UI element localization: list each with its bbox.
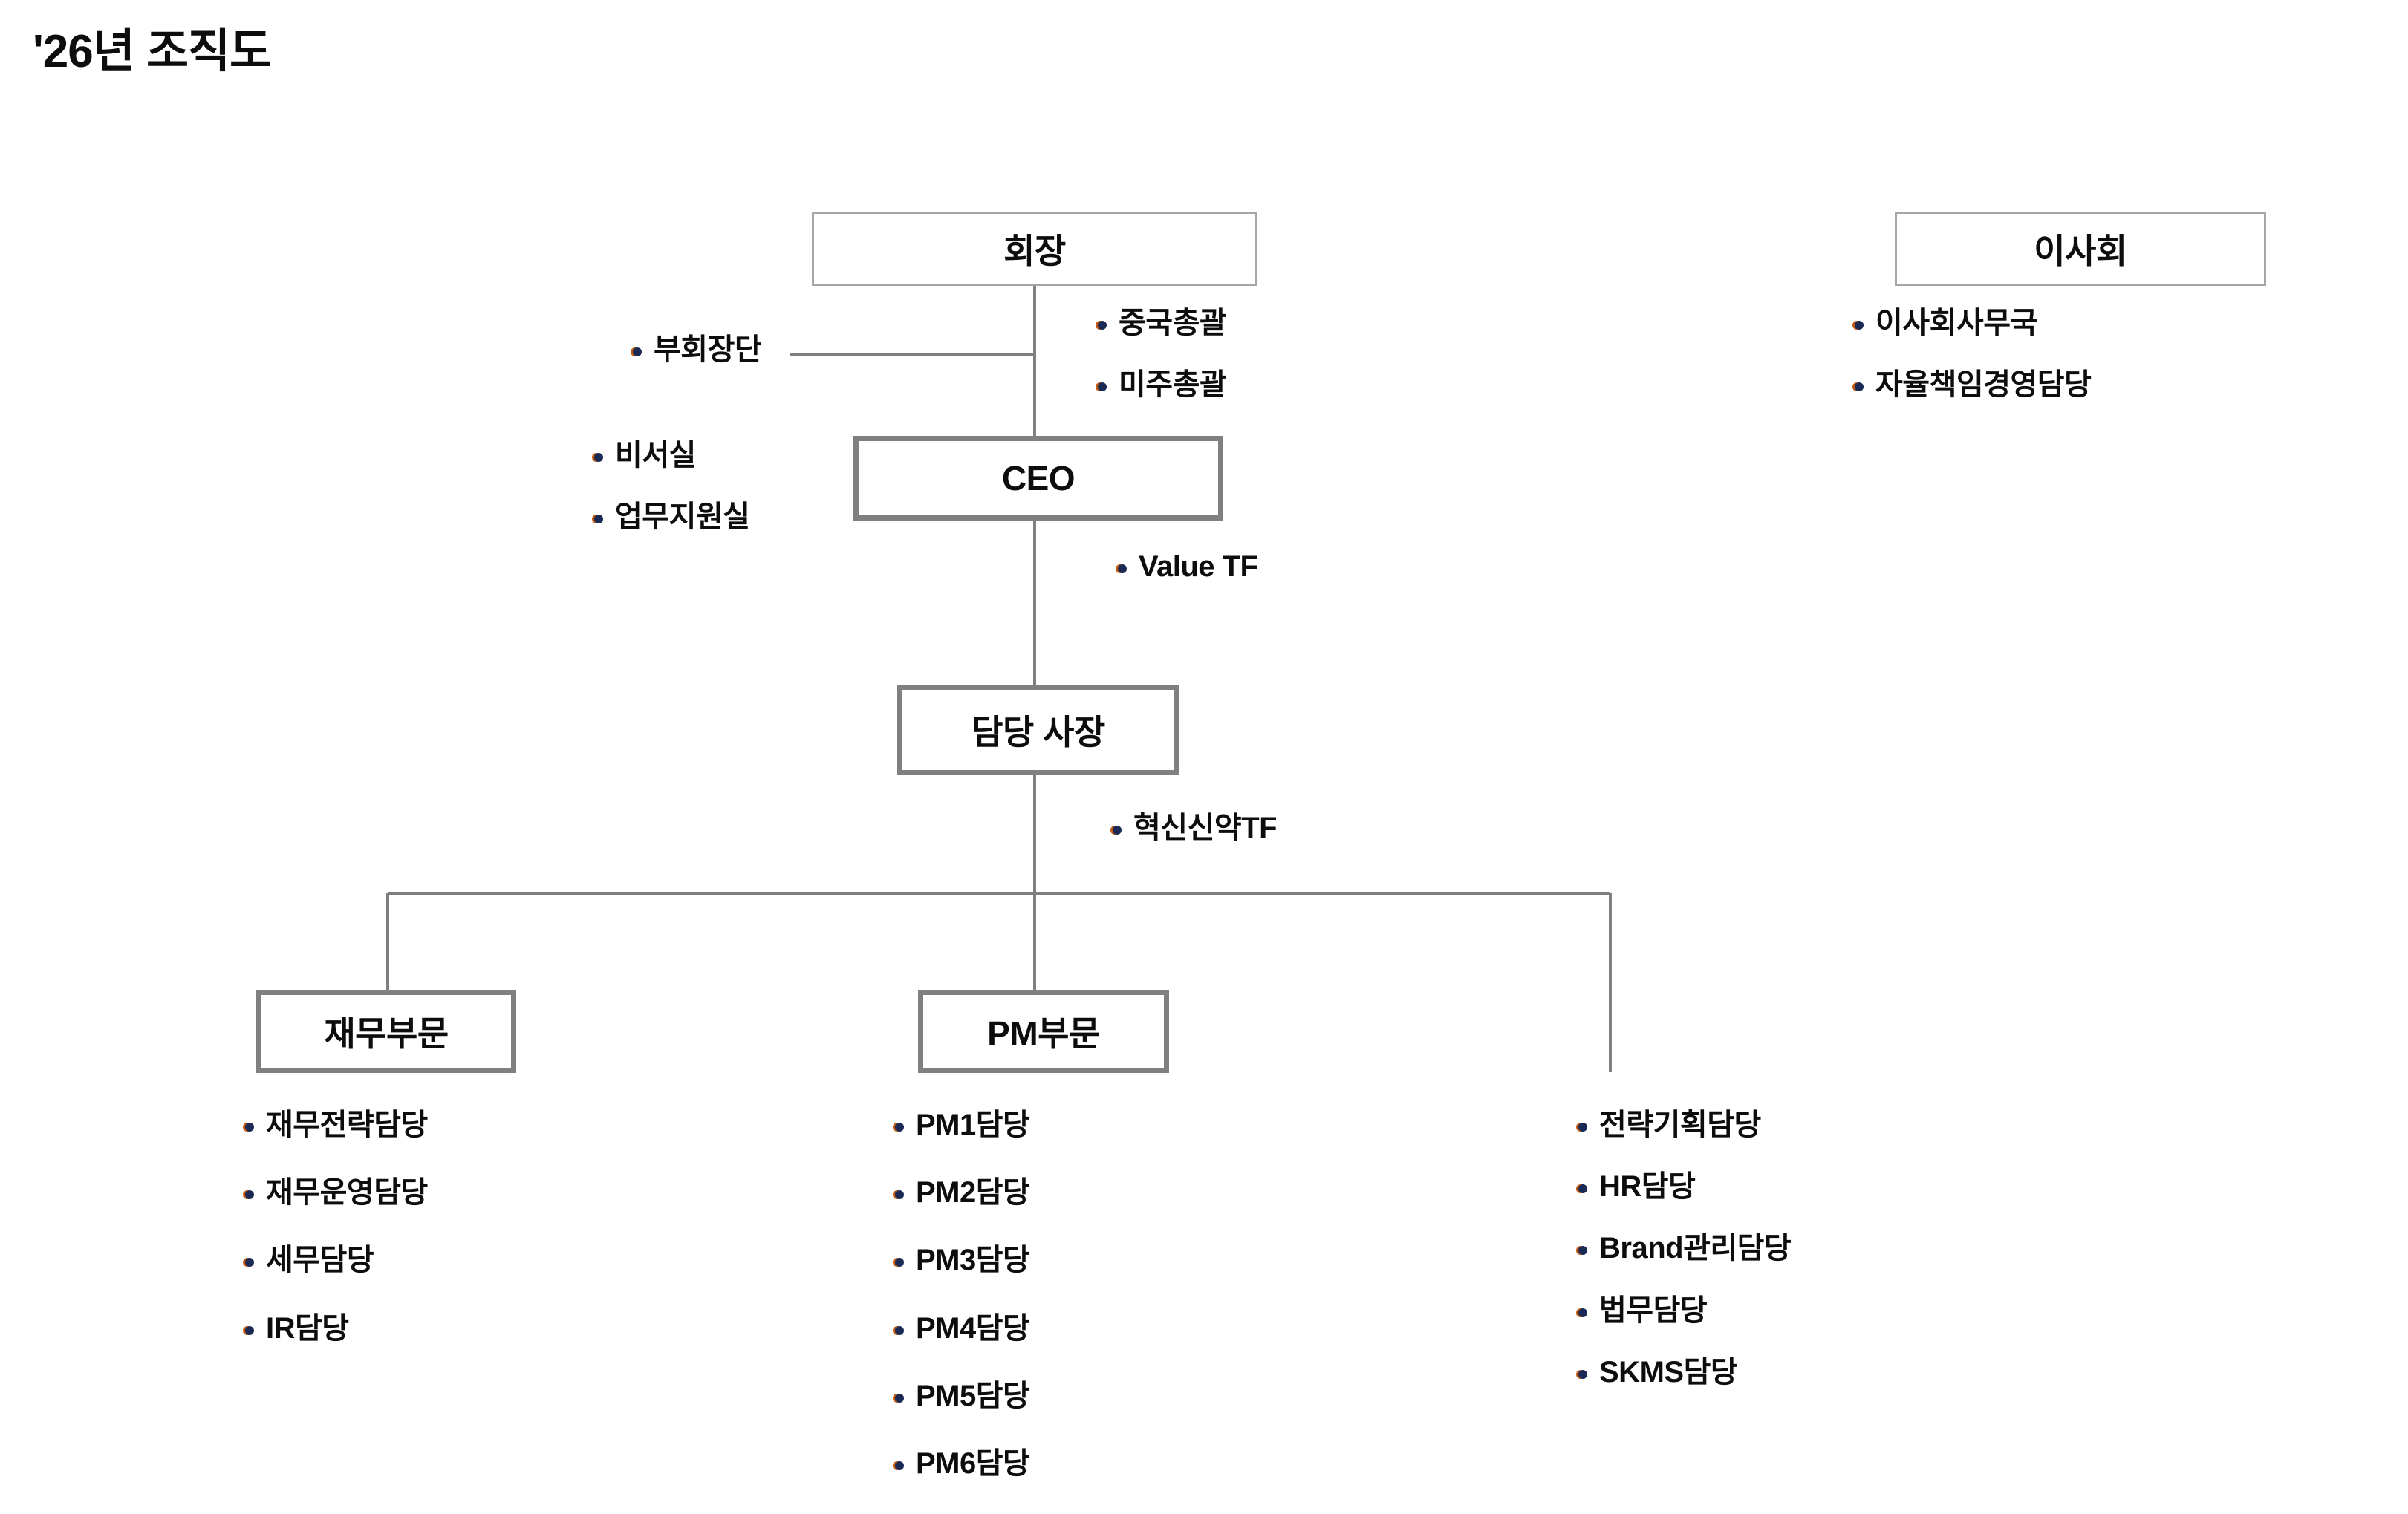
list-item-label: 전략기획담당 bbox=[1599, 1109, 1761, 1141]
node-pm-division-label: PM부문 bbox=[987, 1014, 1100, 1053]
list-item-label: 이사회사무국 bbox=[1875, 307, 2037, 339]
bullet-dot-icon bbox=[1578, 1308, 1587, 1317]
bullet-dot-icon bbox=[245, 1123, 254, 1132]
list-item-label: PM1담당 bbox=[916, 1109, 1030, 1141]
list-item-label: 중국총괄 bbox=[1119, 307, 1227, 339]
bullet-dot-icon bbox=[594, 515, 603, 524]
list-item[interactable]: 세무담당 bbox=[245, 1243, 428, 1278]
list-item[interactable]: PM3담당 bbox=[895, 1243, 1030, 1278]
bullet-dot-icon bbox=[895, 1190, 904, 1200]
bullet-dot-icon bbox=[1855, 382, 1864, 392]
bullet-dot-icon bbox=[895, 1258, 904, 1267]
list-item-label: Brand관리담당 bbox=[1599, 1232, 1792, 1265]
list-item-label: PM4담당 bbox=[916, 1311, 1030, 1345]
node-board-of-directors-label: 이사회 bbox=[2034, 232, 2127, 270]
group-president-task-force: 혁신신약TF bbox=[1113, 811, 1278, 856]
list-item[interactable]: 법무담당 bbox=[1578, 1293, 1791, 1328]
bullet-dot-icon bbox=[1578, 1369, 1587, 1379]
list-item[interactable]: 자율책임경영담당 bbox=[1855, 368, 2092, 402]
node-president-label: 담당 사장 bbox=[972, 713, 1105, 751]
list-item[interactable]: PM4담당 bbox=[895, 1311, 1030, 1346]
list-item-label: 세무담당 bbox=[266, 1244, 374, 1277]
group-ceo-offices: 비서실 업무지원실 bbox=[594, 438, 750, 545]
bullet-dot-icon bbox=[245, 1190, 254, 1200]
bullet-dot-icon bbox=[895, 1393, 904, 1403]
list-item[interactable]: PM6담당 bbox=[895, 1446, 1030, 1481]
list-item[interactable]: 부회장단 bbox=[633, 333, 762, 368]
group-ceo-task-force: Value TF bbox=[1118, 549, 1258, 595]
node-chairman[interactable]: 회장 bbox=[812, 212, 1257, 286]
bullet-dot-icon bbox=[1855, 321, 1864, 330]
list-item-label: 부회장단 bbox=[654, 333, 762, 366]
list-item[interactable]: 이사회사무국 bbox=[1855, 306, 2091, 341]
org-chart: 회장 이사회 CEO 담당 사장 재무부문 PM부문 부회장단 중국총괄 미주총… bbox=[245, 212, 2266, 1480]
bullet-dot-icon bbox=[895, 1325, 904, 1335]
group-vice-chairmen: 부회장단 bbox=[633, 333, 762, 378]
node-finance-division[interactable]: 재무부문 bbox=[256, 990, 516, 1073]
list-item[interactable]: 혁신신약TF bbox=[1113, 811, 1278, 846]
node-ceo[interactable]: CEO bbox=[853, 436, 1223, 521]
group-finance-units: 재무전략담당 재무운영담당 세무담당 IR담당 bbox=[245, 1108, 428, 1379]
list-item[interactable]: 전략기획담당 bbox=[1578, 1108, 1791, 1143]
node-chairman-label: 회장 bbox=[1003, 232, 1066, 270]
list-item-label: 재무전략담당 bbox=[266, 1109, 428, 1141]
list-item-label: PM3담당 bbox=[916, 1244, 1030, 1277]
bullet-dot-icon bbox=[1578, 1123, 1587, 1132]
list-item[interactable]: SKMS담당 bbox=[1578, 1355, 1791, 1390]
node-pm-division[interactable]: PM부문 bbox=[918, 990, 1169, 1073]
page-title: '26년 조직도 bbox=[33, 26, 272, 77]
list-item-label: PM6담당 bbox=[916, 1446, 1030, 1480]
bullet-dot-icon bbox=[245, 1258, 254, 1267]
list-item[interactable]: Brand관리담당 bbox=[1578, 1231, 1792, 1266]
list-item-label: PM2담당 bbox=[916, 1176, 1030, 1210]
list-item[interactable]: PM1담당 bbox=[895, 1108, 1030, 1143]
bullet-dot-icon bbox=[633, 347, 642, 356]
list-item-label: 비서실 bbox=[615, 439, 696, 472]
bullet-dot-icon bbox=[895, 1461, 904, 1470]
node-president[interactable]: 담당 사장 bbox=[897, 685, 1179, 775]
bullet-dot-icon bbox=[1113, 826, 1122, 835]
list-item-label: SKMS담당 bbox=[1599, 1355, 1738, 1389]
group-pm-units: PM1담당 PM2담당 PM3담당 PM4담당 PM5담당 PM6담당 bbox=[895, 1108, 1030, 1514]
bullet-dot-icon bbox=[1578, 1246, 1587, 1256]
group-chairman-staff: 중국총괄 미주총괄 bbox=[1098, 306, 1227, 413]
list-item-label: HR담당 bbox=[1599, 1170, 1696, 1204]
bullet-dot-icon bbox=[1118, 564, 1127, 573]
list-item[interactable]: 재무운영담당 bbox=[245, 1175, 428, 1210]
list-item-label: 미주총괄 bbox=[1119, 368, 1227, 402]
bullet-dot-icon bbox=[1578, 1184, 1587, 1194]
node-board-of-directors[interactable]: 이사회 bbox=[1895, 212, 2266, 286]
bullet-dot-icon bbox=[245, 1325, 254, 1335]
group-staff-units: 전략기획담당 HR담당 Brand관리담당 법무담당 SKMS담당 bbox=[1578, 1108, 1792, 1417]
list-item[interactable]: HR담당 bbox=[1578, 1169, 1791, 1204]
list-item-label: PM5담당 bbox=[916, 1379, 1030, 1412]
list-item-label: IR담당 bbox=[266, 1311, 349, 1345]
list-item-label: 혁신신약TF bbox=[1133, 812, 1278, 844]
node-finance-division-label: 재무부문 bbox=[324, 1014, 449, 1053]
list-item[interactable]: PM2담당 bbox=[895, 1175, 1030, 1210]
list-item[interactable]: Value TF bbox=[1118, 549, 1258, 584]
list-item[interactable]: 미주총괄 bbox=[1098, 368, 1227, 402]
list-item-label: 업무지원실 bbox=[615, 500, 750, 534]
list-item[interactable]: 업무지원실 bbox=[594, 500, 750, 535]
group-board-staff: 이사회사무국 자율책임경영담당 bbox=[1855, 306, 2092, 413]
list-item-label: Value TF bbox=[1139, 550, 1258, 583]
bullet-dot-icon bbox=[1098, 321, 1107, 330]
list-item-label: 법무담당 bbox=[1599, 1293, 1708, 1327]
list-item[interactable]: IR담당 bbox=[245, 1311, 428, 1346]
list-item[interactable]: 비서실 bbox=[594, 438, 750, 473]
list-item-label: 자율책임경영담당 bbox=[1875, 368, 2092, 402]
bullet-dot-icon bbox=[594, 453, 603, 462]
bullet-dot-icon bbox=[895, 1123, 904, 1132]
list-item[interactable]: 중국총괄 bbox=[1098, 306, 1227, 341]
bullet-dot-icon bbox=[1098, 382, 1107, 392]
list-item[interactable]: PM5담당 bbox=[895, 1379, 1030, 1414]
list-item-label: 재무운영담당 bbox=[266, 1176, 428, 1210]
list-item[interactable]: 재무전략담당 bbox=[245, 1108, 428, 1143]
node-ceo-label: CEO bbox=[1001, 459, 1076, 497]
